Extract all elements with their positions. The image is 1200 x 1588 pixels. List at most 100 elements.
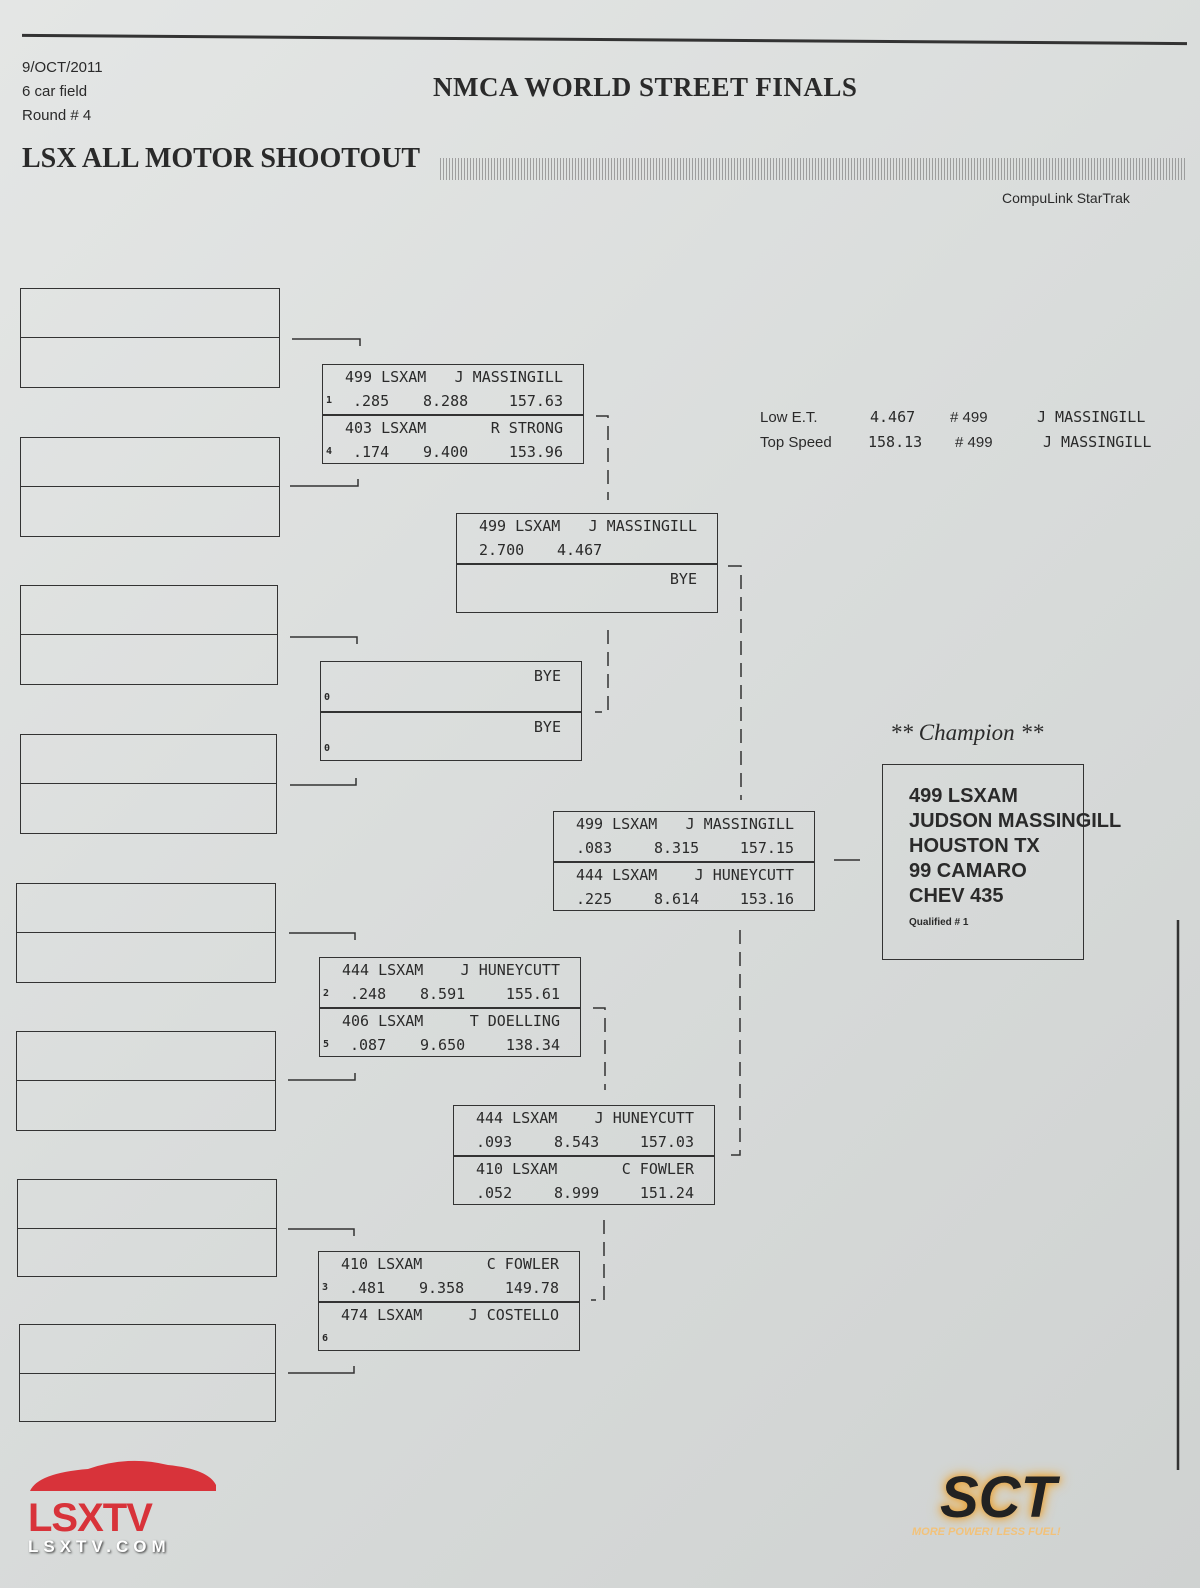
speed-mph: 138.34 [505,1036,560,1054]
car-class: 444 LSXAM [342,961,424,979]
champion-box: 499 LSXAM JUDSON MASSINGILL HOUSTON TX 9… [882,764,1121,960]
reaction-time: .083 [576,839,613,857]
empty-slot [20,734,277,834]
car-class: 406 LSXAM [342,1012,424,1030]
lsxtv-url: LSXTV.COM [28,1537,171,1556]
reaction-time: .087 [350,1036,387,1054]
top-speed-driver: J MASSINGILL [1043,433,1152,451]
event-date: 9/OCT/2011 [22,59,103,76]
champion-engine: CHEV 435 [909,885,1004,907]
speed-mph: 151.24 [639,1184,694,1202]
field-size: 6 car field [22,83,88,100]
low-et-driver: J MASSINGILL [1037,408,1146,426]
elapsed-time: 9.650 [420,1036,466,1054]
empty-slot [20,585,278,685]
match-entry: BYE 0 [321,662,581,711]
seed-number: 5 [323,1039,330,1050]
round-number: Round # 4 [22,107,92,124]
elapsed-time: 9.400 [423,443,469,461]
driver-name: BYE [669,570,697,588]
empty-slot [19,1324,276,1422]
software-brand: CompuLink StarTrak [1002,190,1130,206]
event-meta: 9/OCT/2011 6 car field Round # 4 [22,56,103,128]
driver-name: J HUNEYCUTT [594,1109,694,1127]
car-class: 444 LSXAM [576,866,658,884]
elapsed-time: 8.591 [420,985,466,1003]
speed-mph: 149.78 [504,1279,559,1297]
reaction-time: .093 [476,1133,513,1151]
car-class: 410 LSXAM [476,1160,558,1178]
match-entry: 444 LSXAM J HUNEYCUTT .225 8.614 153.16 [554,861,814,912]
low-et-car: # 499 [950,409,988,426]
seed-number: 4 [326,446,333,457]
car-class: 499 LSXAM [479,517,561,535]
driver-name: J HUNEYCUTT [694,866,794,884]
elapsed-time: 8.614 [654,890,700,908]
top-speed-value: 158.13 [868,433,923,451]
champion-city: HOUSTON TX [909,835,1040,857]
driver-name: J HUNEYCUTT [460,961,560,979]
top-speed-label: Top Speed [760,434,832,451]
elapsed-time: 8.543 [554,1133,600,1151]
elapsed-time: 9.358 [419,1279,465,1297]
match-entry: 406 LSXAM T DOELLING 5 .087 9.650 138.34 [320,1007,580,1058]
lsxtv-logo: LSXTV LSXTV.COM [28,1455,228,1557]
speed-mph: 157.15 [739,839,794,857]
empty-slot [16,883,276,983]
elapsed-time: 4.467 [557,541,603,559]
car-class: 474 LSXAM [341,1306,423,1324]
driver-name: J MASSINGILL [454,368,563,386]
champion-vehicle: 99 CAMARO [909,860,1027,882]
reaction-time: 2.700 [479,541,525,559]
match-entry: BYE 0 [321,711,581,762]
sct-tagline: MORE POWER! LESS FUEL! [912,1526,1061,1538]
page-title: NMCA WORLD STREET FINALS [433,72,858,102]
reaction-time: .481 [349,1279,386,1297]
driver-name: BYE [533,667,561,685]
car-class: 499 LSXAM [345,368,427,386]
empty-slot [17,1179,277,1277]
speed-mph: 153.96 [508,443,563,461]
driver-name: T DOELLING [469,1012,560,1030]
empty-slot [16,1031,276,1131]
match-entry: BYE [457,563,717,614]
speed-mph: 153.16 [739,890,794,908]
champion-label: ** Champion ** [890,720,1044,745]
top-speed-car: # 499 [955,434,993,451]
seed-number: 1 [326,395,333,406]
reaction-time: .225 [576,890,613,908]
car-silhouette-icon [30,1460,216,1491]
seed-number: 0 [324,743,331,754]
class-title: LSX ALL MOTOR SHOOTOUT [22,143,421,174]
driver-name: J MASSINGILL [685,815,794,833]
champion-qualified: Qualified # 1 [909,917,969,928]
driver-name: BYE [533,718,561,736]
car-class: 410 LSXAM [341,1255,423,1273]
low-et-value: 4.467 [870,408,916,426]
sct-logo: SCT MORE POWER! LESS FUEL! [890,1469,1160,1539]
speed-mph: 157.03 [639,1133,694,1151]
low-et-label: Low E.T. [760,409,818,426]
seed-number: 2 [323,988,330,999]
elapsed-time: 8.315 [654,839,700,857]
champion-car: 499 LSXAM [909,785,1018,807]
car-class: 403 LSXAM [345,419,427,437]
driver-name: R STRONG [490,419,563,437]
seed-number: 0 [324,692,331,703]
lsxtv-wordmark: LSXTV [28,1496,153,1540]
speed-mph: 155.61 [505,985,560,1003]
empty-slot [20,437,280,537]
